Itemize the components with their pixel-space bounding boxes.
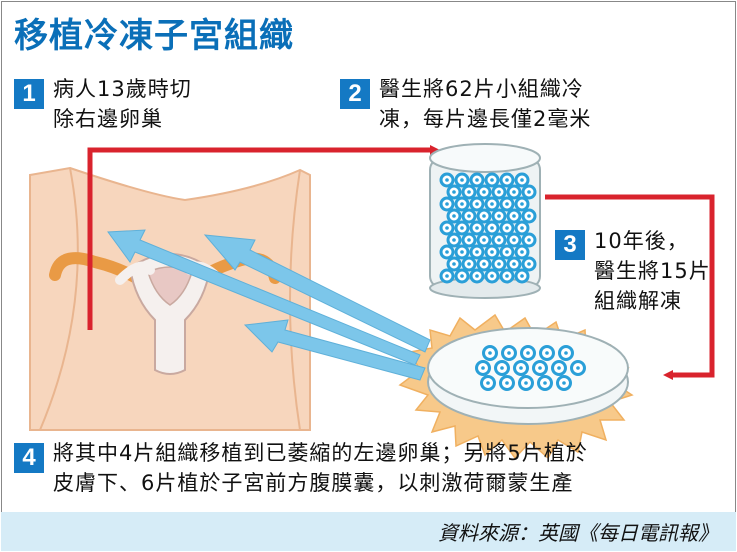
jar-tissue-dots xyxy=(439,172,537,284)
jar-tissue-dot-core xyxy=(512,190,516,194)
step-3-badge: 3 xyxy=(555,230,585,260)
blue-arrows xyxy=(107,229,431,381)
source-bar: 資料來源：英國《每日電訊報》 xyxy=(1,512,736,551)
dish-tissue-dot-core xyxy=(576,366,580,370)
jar-tissue-dot-core xyxy=(497,262,501,266)
arrow-to-dish xyxy=(545,194,715,380)
jar-tissue-dot-core xyxy=(505,202,509,206)
jar-tissue-dot-core xyxy=(460,274,464,278)
dish-tissue-dots xyxy=(475,345,586,391)
step-2-line1: 醫生將62片小組織冷 xyxy=(379,77,584,101)
page-title: 移植冷凍子宮組織 xyxy=(14,16,294,56)
jar-tissue-dot-core xyxy=(460,226,464,230)
jar-tissue-dot-core xyxy=(520,202,524,206)
step-3-line3: 組織解凍 xyxy=(594,289,682,313)
dish-tissue-dot-core xyxy=(557,366,561,370)
dish-tissue-dot-core xyxy=(519,366,523,370)
jar-tissue-dot-core xyxy=(490,250,494,254)
jar-tissue-dot-core xyxy=(445,202,449,206)
jar-tissue-dot-core xyxy=(452,190,456,194)
jar-tissue-dot-core xyxy=(445,226,449,230)
jar-tissue-dot-core xyxy=(475,202,479,206)
jar-tissue-dot-core xyxy=(520,178,524,182)
step-4-badge: 4 xyxy=(14,443,44,473)
jar-tissue-dot-core xyxy=(490,274,494,278)
jar-tissue-dot-core xyxy=(527,238,531,242)
jar-tissue-dot-core xyxy=(482,190,486,194)
step-2-line2: 凍，每片邊長僅2毫米 xyxy=(379,107,592,131)
jar-tissue-dot-core xyxy=(482,238,486,242)
jar-tissue-dot-core xyxy=(497,238,501,242)
jar-tissue-dot-core xyxy=(475,226,479,230)
jar-tissue-dot-core xyxy=(467,214,471,218)
jar-tissue-dot-core xyxy=(497,214,501,218)
dish-tissue-dot-core xyxy=(505,381,509,385)
jar-tissue-dot-core xyxy=(512,238,516,242)
jar-tissue-dot-core xyxy=(520,274,524,278)
jar-tissue-dot-core xyxy=(512,214,516,218)
jar-tissue-dot-core xyxy=(482,262,486,266)
dish-tissue-dot-core xyxy=(488,351,492,355)
dish-tissue-dot-core xyxy=(481,366,485,370)
jar-tissue-dot-core xyxy=(505,226,509,230)
jar-tissue-dot-core xyxy=(512,262,516,266)
jar-tissue-dot-core xyxy=(445,274,449,278)
step-2-text: 醫生將62片小組織冷 凍，每片邊長僅2毫米 xyxy=(379,74,591,134)
jar-tissue-dot-core xyxy=(445,178,449,182)
jar-tissue-dot-core xyxy=(452,238,456,242)
step-4-line2: 皮膚下、6片植於子宮前方腹膜囊，以刺激荷爾蒙生產 xyxy=(53,471,574,495)
jar-tissue-dot-core xyxy=(475,178,479,182)
step-3-line1: 10年後， xyxy=(594,229,689,253)
jar-tissue-dot-core xyxy=(490,226,494,230)
dish-tissue-dot-core xyxy=(524,381,528,385)
dish-tissue-dot-core xyxy=(545,351,549,355)
jar-tissue-dot-core xyxy=(460,202,464,206)
jar-tissue-dot-core xyxy=(482,214,486,218)
step-1-line1: 病人13歲時切 xyxy=(53,77,192,101)
jar-tissue-dot-core xyxy=(505,178,509,182)
jar-tissue-dot-core xyxy=(467,238,471,242)
step-4-line1: 將其中4片組織移植到已萎縮的左邊卵巢；另將5片植於 xyxy=(53,441,588,465)
jar-tissue-dot-core xyxy=(520,250,524,254)
jar-tissue-dot-core xyxy=(460,250,464,254)
jar-tissue-dot-core xyxy=(497,190,501,194)
jar-tissue-dot-core xyxy=(490,202,494,206)
jar-tissue-dot-core xyxy=(505,274,509,278)
step-3-line2: 醫生將15片 xyxy=(594,259,711,283)
dish-tissue-dot-core xyxy=(564,351,568,355)
step-3-text: 10年後， 醫生將15片 組織解凍 xyxy=(594,226,711,316)
jar-tissue-dot-core xyxy=(445,250,449,254)
jar-tissue-dot-core xyxy=(452,262,456,266)
dish-tissue-dot-core xyxy=(543,381,547,385)
jar-tissue-dot-core xyxy=(520,226,524,230)
arrow-to-jar xyxy=(87,145,440,330)
step-1-line2: 除右邊卵巢 xyxy=(53,107,163,131)
jar-tissue-dot-core xyxy=(452,214,456,218)
jar-tissue-dot-core xyxy=(475,250,479,254)
jar-tissue-dot-core xyxy=(527,190,531,194)
jar-tissue-dot-core xyxy=(467,262,471,266)
dish-tissue-dot-core xyxy=(526,351,530,355)
jar-tissue-dot-core xyxy=(527,262,531,266)
jar-tissue-dot-core xyxy=(527,214,531,218)
dish-tissue-dot-core xyxy=(486,381,490,385)
jar-tissue-dot-core xyxy=(460,178,464,182)
dish-tissue-dot-core xyxy=(500,366,504,370)
jar-tissue-dot-core xyxy=(490,178,494,182)
jar-tissue-dot-core xyxy=(505,250,509,254)
dish-tissue-dot-core xyxy=(562,381,566,385)
step-4-text: 將其中4片組織移植到已萎縮的左邊卵巢；另將5片植於 皮膚下、6片植於子宮前方腹膜… xyxy=(53,438,588,498)
jar-tissue-dot-core xyxy=(467,190,471,194)
step-1-text: 病人13歲時切 除右邊卵巢 xyxy=(53,74,192,134)
step-2-badge: 2 xyxy=(340,79,370,109)
dish-tissue-dot-core xyxy=(507,351,511,355)
dish-tissue-dot-core xyxy=(538,366,542,370)
jar-tissue-dot-core xyxy=(475,274,479,278)
step-1-badge: 1 xyxy=(14,79,44,109)
source-credit: 資料來源：英國《每日電訊報》 xyxy=(438,521,718,545)
